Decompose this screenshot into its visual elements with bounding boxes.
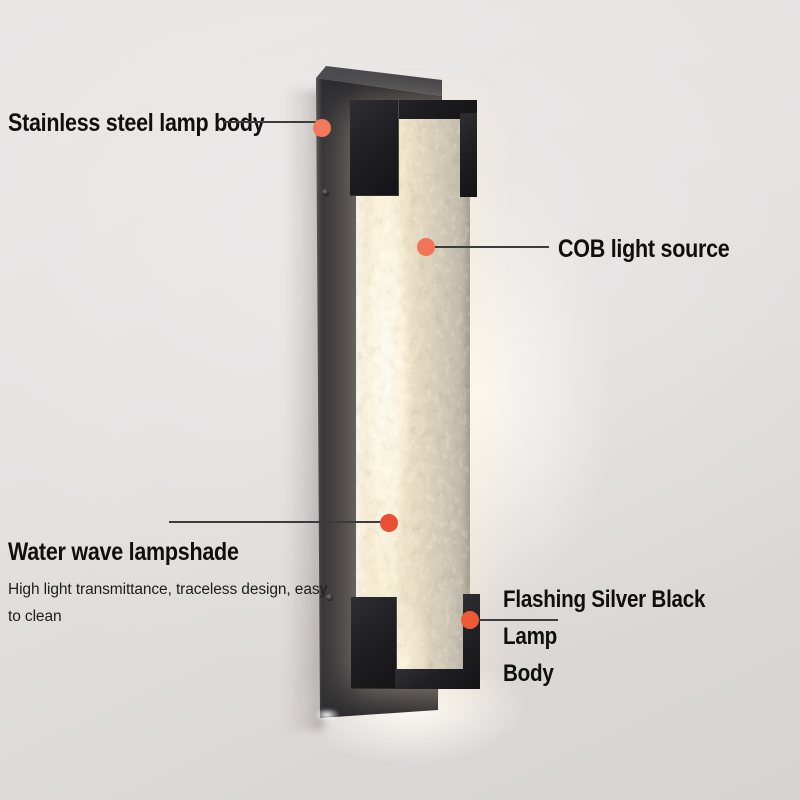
callout-dot-icon <box>461 611 479 629</box>
callout-label-cob-light-source: COB light source <box>558 235 730 263</box>
callout-line <box>169 521 382 523</box>
bottom-edge-glint <box>314 708 340 722</box>
callout-dot-icon <box>417 238 435 256</box>
lamp-top-bracket <box>350 100 399 196</box>
callout-line <box>477 619 558 621</box>
lamp-bottom-bracket <box>395 669 480 689</box>
callout-dot-icon <box>380 514 398 532</box>
glass-sparkle-layer <box>356 110 470 688</box>
lamp-bottom-bracket <box>351 597 397 689</box>
callout-line <box>224 121 317 123</box>
screw-icon <box>326 594 333 601</box>
callout-line <box>433 246 549 248</box>
callout-dot-icon <box>313 119 331 137</box>
lamp-top-bracket <box>460 113 477 197</box>
callout-label-water-wave-lampshade: Water wave lampshade <box>8 538 239 566</box>
callout-label-stainless-steel-lamp-body: Stainless steel lamp body <box>8 109 265 137</box>
callout-description-water-wave-lampshade: High light transmittance, traceless desi… <box>8 581 328 625</box>
screw-icon <box>322 189 329 196</box>
lamp-glass-panel <box>356 110 470 688</box>
callout-label-flashing-silver-black-lamp-body: Flashing Silver Black Lamp Body <box>503 586 706 688</box>
